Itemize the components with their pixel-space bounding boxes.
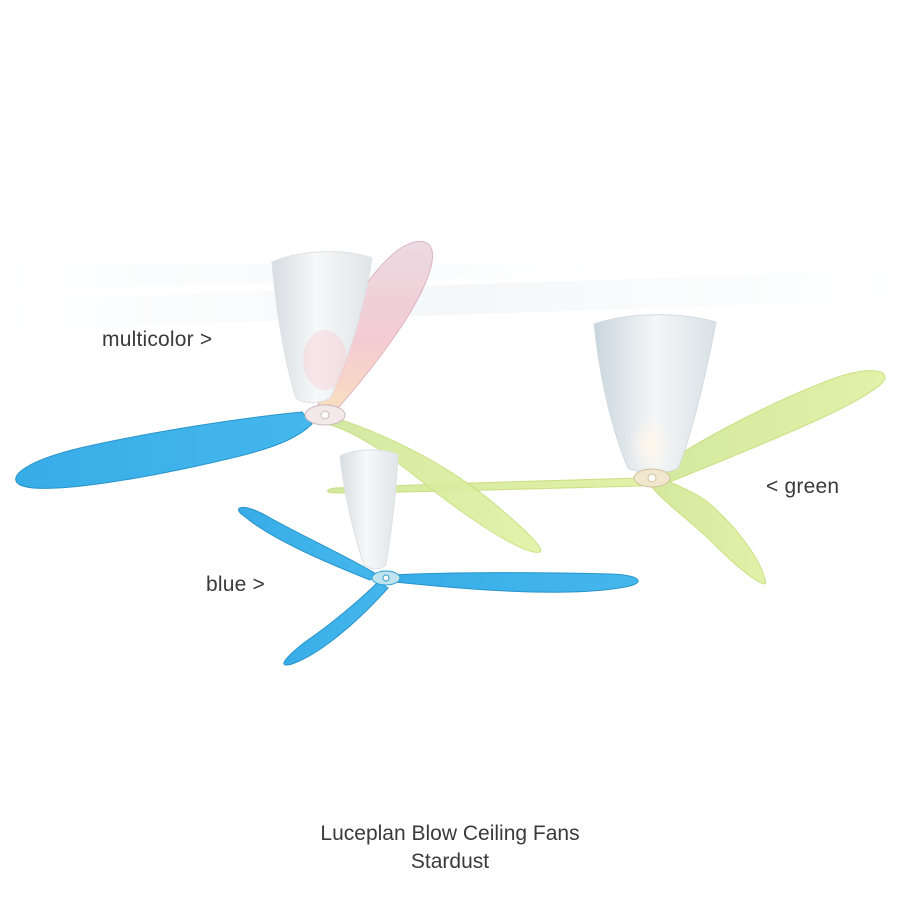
green-fan-blade-upper [654,370,886,485]
green-label: < green [766,475,840,498]
blue-fan-blade-lower [283,581,389,666]
caption-subtitle: Stardust [410,850,490,873]
multicolor-fan-blade-blue [15,411,313,489]
blue-fan-blade-upper-left [238,506,379,581]
multicolor-label: multicolor > [102,328,213,351]
caption-title: Luceplan Blow Ceiling Fans [320,822,580,845]
blue-fan-blade-right [391,572,639,593]
blue-ceiling-fan [238,449,639,666]
blue-label: blue > [206,573,266,596]
green-ceiling-fan [327,314,886,585]
blue-fan-shade [339,449,399,570]
green-fan-shade [593,314,717,473]
light-beams [0,262,900,330]
multicolor-fan-shade [271,251,373,403]
green-fan-blade-left [327,477,643,494]
green-fan-blade-lower [647,477,767,585]
